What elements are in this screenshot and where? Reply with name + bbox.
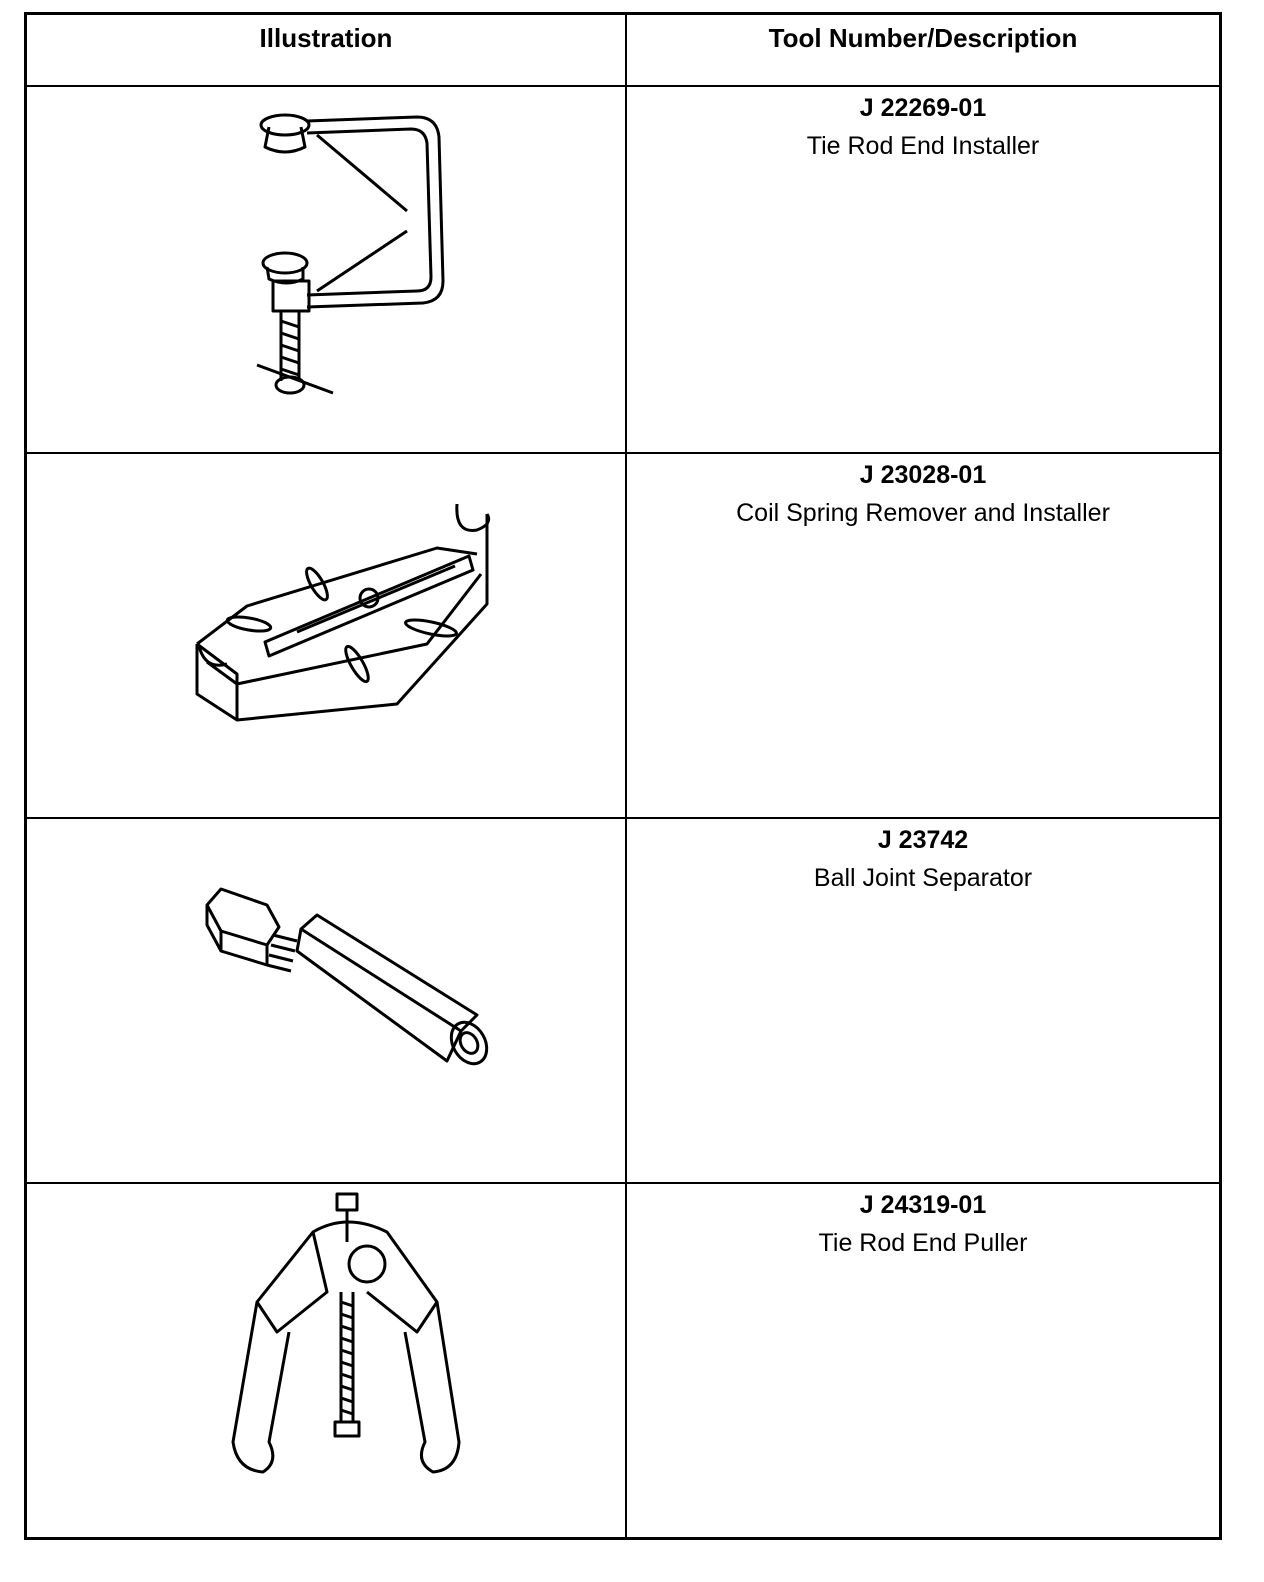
tool-number: J 23742: [877, 826, 969, 854]
tool-number: J 23028-01: [859, 461, 987, 489]
illustration-cell: [27, 87, 625, 452]
illustration-cell: [27, 454, 625, 817]
tool-number: J 22269-01: [859, 94, 987, 122]
table-row: J 23028-01 Coil Spring Remover and Insta…: [27, 454, 1219, 817]
row-divider: [27, 452, 1219, 454]
header-tool-description: Tool Number/Description: [768, 23, 1078, 53]
tool-description: Tie Rod End Installer: [806, 132, 1040, 160]
table-row: J 24319-01 Tie Rod End Puller: [27, 1184, 1219, 1537]
description-cell: J 22269-01 Tie Rod End Installer: [627, 87, 1219, 452]
row-divider: [27, 817, 1219, 819]
table-row: J 23742 Ball Joint Separator: [27, 819, 1219, 1182]
description-cell: J 23028-01 Coil Spring Remover and Insta…: [627, 454, 1219, 817]
table-row: J 22269-01 Tie Rod End Installer: [27, 87, 1219, 452]
row-divider: [27, 1182, 1219, 1184]
tool-description: Tie Rod End Puller: [818, 1229, 1028, 1257]
spring-plate-icon: [195, 503, 491, 722]
description-cell: J 23742 Ball Joint Separator: [627, 819, 1219, 1182]
header-divider: [27, 85, 1219, 87]
description-cell: J 24319-01 Tie Rod End Puller: [627, 1184, 1219, 1537]
column-divider: [625, 15, 627, 1537]
illustration-cell: [27, 1184, 625, 1537]
tool-number: J 24319-01: [859, 1191, 987, 1219]
two-jaw-puller-icon: [231, 1192, 461, 1474]
header-illustration: Illustration: [259, 23, 393, 53]
special-tools-table: Illustration Tool Number/Description: [24, 12, 1222, 1540]
c-clamp-installer-icon: [256, 113, 445, 395]
tool-description: Coil Spring Remover and Installer: [736, 499, 1110, 527]
illustration-cell: [27, 819, 625, 1182]
tool-description: Ball Joint Separator: [813, 864, 1033, 892]
threaded-separator-icon: [205, 887, 489, 1066]
